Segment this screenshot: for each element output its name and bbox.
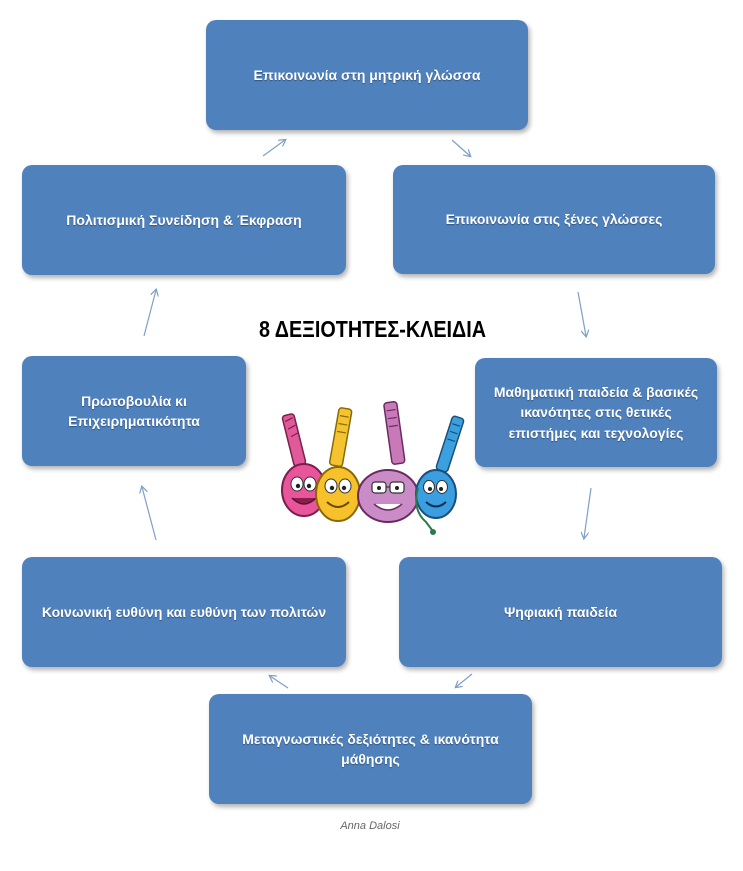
yellow-key-character-icon xyxy=(315,407,361,522)
competence-box-digital: Ψηφιακή παιδεία xyxy=(399,557,722,667)
arrow-6-to-7 xyxy=(142,487,157,541)
competence-box-learning-to-learn: Μεταγνωστικές δεξιότητες & ικανότητα μάθ… xyxy=(209,694,532,804)
arrow-3-to-4 xyxy=(584,487,592,538)
key-mascots-icon xyxy=(281,400,465,535)
arrow-5-to-6 xyxy=(270,676,289,689)
competence-box-social-civic: Κοινωνική ευθύνη και ευθύνη των πολιτών xyxy=(22,557,346,667)
pink-key-character-icon xyxy=(281,413,327,517)
diagram-title: 8 ΔΕΞΙΟΤΗΤΕΣ-ΚΛΕΙΔΙΑ xyxy=(258,316,487,342)
arrow-8-to-1 xyxy=(262,140,285,157)
arrow-7-to-8 xyxy=(143,290,156,337)
competence-box-cultural-expression: Πολιτισμική Συνείδηση & Έκφραση xyxy=(22,165,346,275)
blue-key-character-icon xyxy=(415,415,465,535)
competence-box-mother-tongue: Επικοινωνία στη μητρική γλώσσα xyxy=(206,20,528,130)
arrow-4-to-5 xyxy=(456,673,473,687)
competence-box-foreign-languages: Επικοινωνία στις ξένες γλώσσες xyxy=(393,165,715,274)
purple-key-character-icon xyxy=(357,400,419,523)
arrow-1-to-2 xyxy=(451,139,470,156)
author-credit: Anna Dalosi xyxy=(340,820,400,832)
competence-box-entrepreneurship: Πρωτοβουλία κι Επιχειρηματικότητα xyxy=(22,356,246,466)
arrow-2-to-3 xyxy=(577,291,586,336)
competence-box-math-science: Μαθηματική παιδεία & βασικές ικανότητες … xyxy=(475,358,717,467)
